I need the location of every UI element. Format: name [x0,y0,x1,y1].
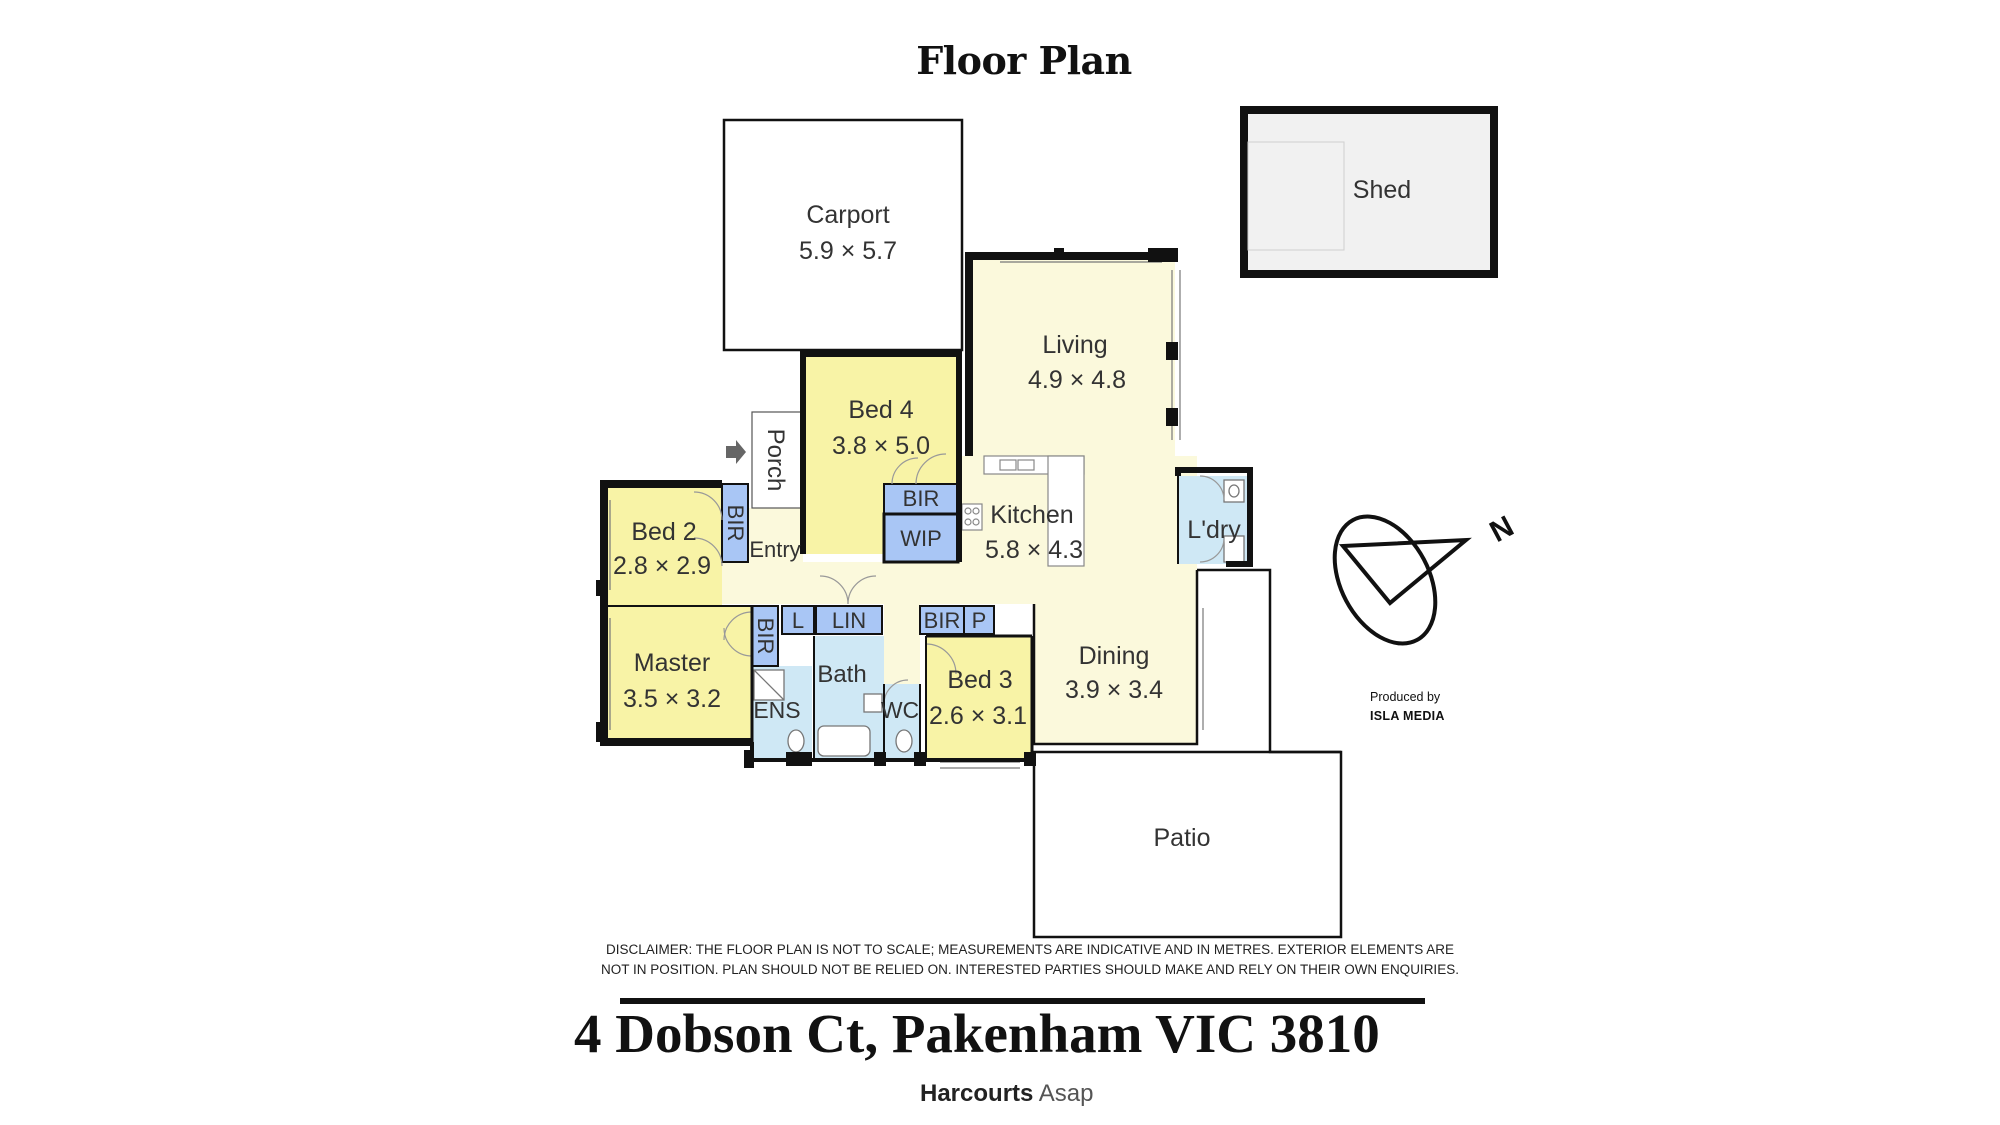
bir-bed3-label: BIR [924,608,961,633]
disclaimer: DISCLAIMER: THE FLOOR PLAN IS NOT TO SCA… [601,942,1459,977]
patio-label: Patio [1154,824,1211,852]
agency-name: Harcourts [920,1080,1034,1107]
plan-title: Floor Plan [916,38,1132,83]
lin-area [815,605,883,635]
shed-structure [1240,106,1498,278]
dining-area [1034,604,1197,744]
living-area [969,256,1175,456]
bir-bed3-area [919,605,965,635]
compass-icon [1332,514,1472,646]
master-size: 3.5 × 3.2 [623,685,721,713]
carport-area [722,118,964,352]
patio-boundary [1197,568,1341,754]
bed2-area [604,484,722,606]
porch-area [751,411,803,509]
producer-credit: Produced by ISLA MEDIA [1370,688,1445,726]
bed2-size: 2.8 × 2.9 [613,552,711,580]
ens-label: ENS [753,697,800,723]
hall-branch-area [884,604,920,684]
address-rule [620,998,1425,1004]
compass-north-label: N [1484,510,1519,549]
bir-master-area [751,605,779,667]
entry-area [745,508,803,562]
dining-size: 3.9 × 3.4 [1065,676,1163,704]
agency-logo: Harcourts Asap [920,1080,1093,1108]
bir-master-label: BIR [753,618,778,655]
bed4-label: Bed 4 [848,396,913,424]
wc-label: WC [881,697,919,723]
patio-area [1032,750,1343,939]
bath-fixtures [753,479,1245,757]
hall-area [716,562,964,604]
porch-label: Porch [762,429,789,492]
property-address: 4 Dobson Ct, Pakenham VIC 3810 [574,1003,1380,1064]
master-area [604,606,752,742]
producer-credit-line1: Produced by [1370,690,1441,704]
carport-label: Carport [806,201,889,229]
lin-label: LIN [832,608,866,633]
p-area [963,605,995,635]
kitchen-label: Kitchen [990,501,1073,529]
bed3-label: Bed 3 [947,666,1012,694]
kitchen-bench [961,455,1085,567]
l-label: L [792,608,804,633]
door-swings [693,453,1225,705]
carport-size: 5.9 × 5.7 [799,237,897,265]
bir-bed4-label: BIR [903,486,940,511]
bir-bed2-area [721,483,749,563]
bir-bed2-label: BIR [723,505,748,542]
wip-label: WIP [900,526,942,551]
master-label: Master [634,649,710,677]
bed3-size: 2.6 × 3.1 [929,702,1027,730]
living-label: Living [1042,331,1107,359]
kitchen-size: 5.8 × 4.3 [985,536,1083,564]
shed-label: Shed [1353,176,1411,204]
walls [600,252,1253,764]
agency-office: Asap [1038,1080,1094,1107]
producer-credit-line2: ISLA MEDIA [1370,709,1445,723]
l-area [781,605,815,635]
wall-posts [596,248,1178,768]
entry-arrow-icon [726,440,746,464]
laundry-label: L'dry [1187,516,1241,544]
entry-label: Entry [749,537,800,562]
bed3-area [926,636,1032,762]
p-label: P [972,608,987,633]
dining-label: Dining [1079,642,1150,670]
bath-label: Bath [817,661,866,688]
bed2-label: Bed 2 [631,518,696,546]
living-size: 4.9 × 4.8 [1028,366,1126,394]
bed4-size: 3.8 × 5.0 [832,432,930,460]
